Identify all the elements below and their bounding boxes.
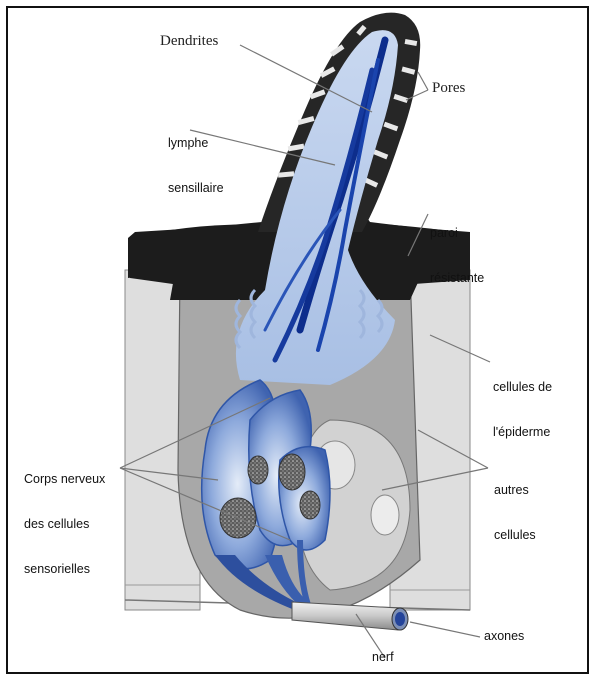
label-epiderme-line1: cellules de xyxy=(493,380,552,395)
label-lymphe: lymphe sensillaire xyxy=(168,106,224,226)
label-autres-line1: autres xyxy=(494,483,536,498)
label-lymphe-line1: lymphe xyxy=(168,136,224,151)
label-nerf: nerf xyxy=(372,650,394,665)
label-paroi-line1: paroi xyxy=(430,226,484,241)
label-autres-cellules: autres cellules xyxy=(494,453,536,573)
label-epiderme: cellules de l'épiderme xyxy=(493,350,552,470)
label-corps-nerveux: Corps nerveux des cellules sensorielles xyxy=(24,442,105,607)
label-corps-line3: sensorielles xyxy=(24,562,105,577)
label-paroi: paroi résistante xyxy=(430,196,484,316)
label-axones: axones xyxy=(484,629,524,644)
label-epiderme-line2: l'épiderme xyxy=(493,425,552,440)
label-autres-line2: cellules xyxy=(494,528,536,543)
label-dendrites: Dendrites xyxy=(160,34,218,49)
label-paroi-line2: résistante xyxy=(430,271,484,286)
label-corps-line1: Corps nerveux xyxy=(24,472,105,487)
label-lymphe-line2: sensillaire xyxy=(168,181,224,196)
label-pores: Pores xyxy=(432,81,465,96)
label-corps-line2: des cellules xyxy=(24,517,105,532)
